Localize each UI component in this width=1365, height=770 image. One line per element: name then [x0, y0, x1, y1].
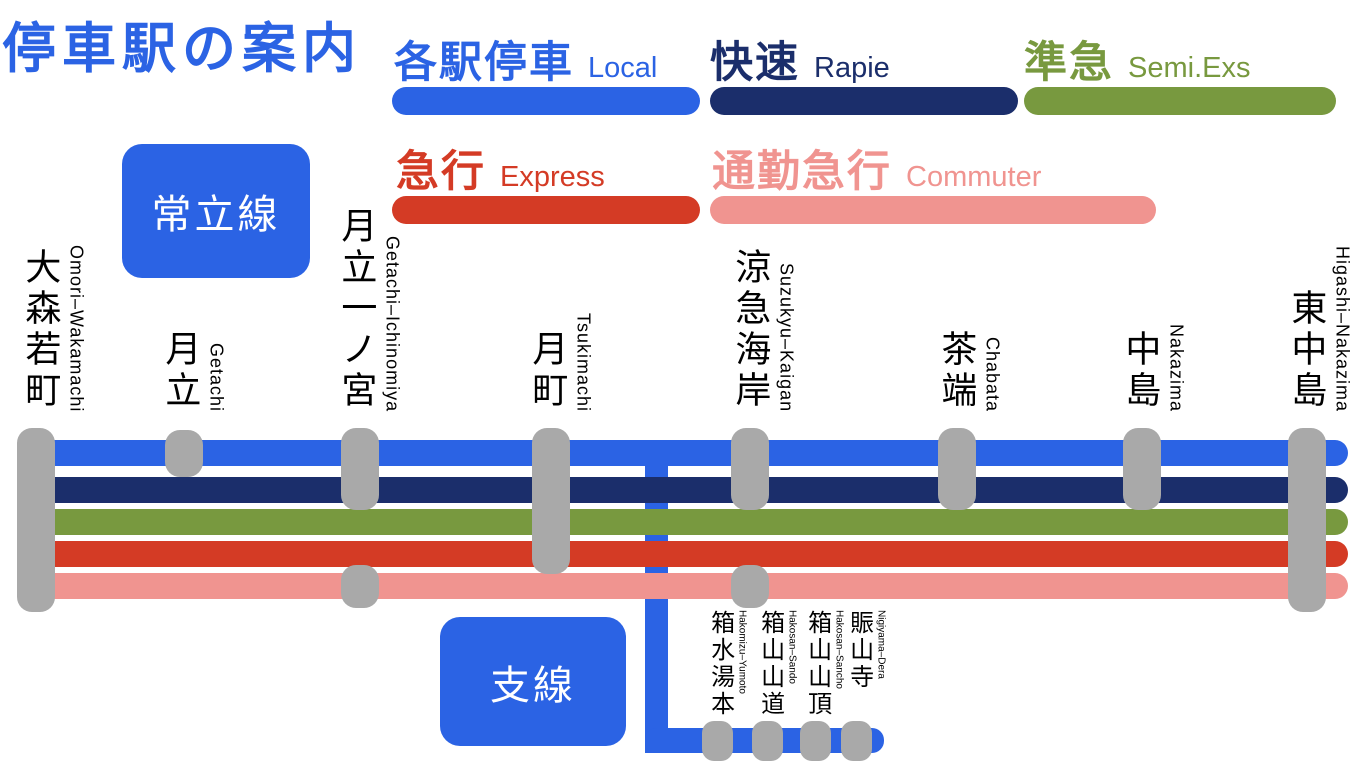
- station-label-higashi-nakazima: 東中島 Higashi–Nakazima: [1286, 245, 1353, 412]
- station-kanji: 月立一ノ宮: [336, 207, 378, 412]
- station-kanji: 涼急海岸: [730, 248, 772, 412]
- legend-express-kanji: 急行: [396, 148, 486, 196]
- station-romaji: Getachi–Ichinomiya: [382, 235, 403, 412]
- station-label-chabata: 茶端 Chabata: [936, 330, 1003, 412]
- station-label-hakomizu-yumoto: 箱水湯本 Hakomizu–Yumoto: [706, 610, 748, 718]
- legend-commuter-latin: Commuter: [906, 161, 1042, 193]
- legend-express-bar: [392, 196, 700, 224]
- station-label-getachi: 月立 Getachi: [160, 330, 227, 412]
- legend-express-latin: Express: [500, 161, 605, 193]
- station-romaji: Higashi–Nakazima: [1332, 245, 1353, 412]
- station-label-getachi-ichinomiya: 月立一ノ宮 Getachi–Ichinomiya: [336, 207, 403, 412]
- stop-marker-nakazima: [1123, 428, 1161, 510]
- branch-line-badge: 支線: [440, 617, 626, 746]
- station-romaji: Omori–Wakamachi: [66, 244, 87, 412]
- legend-semi-express-bar: [1024, 87, 1336, 115]
- station-kanji: 賑山寺: [845, 610, 873, 691]
- stop-marker-hakomizu-yumoto: [702, 721, 733, 761]
- stop-marker-getachi-ichinomiya-upper: [341, 428, 379, 510]
- legend-semi-express-kanji: 準急: [1024, 39, 1114, 87]
- legend-semi-express-latin: Semi.Exs: [1128, 52, 1251, 84]
- stop-marker-hakosan-sancho: [800, 721, 831, 761]
- legend-commuter: 通勤急行 Commuter: [712, 137, 1041, 199]
- stop-marker-suzukyu-kaigan-commuter: [731, 565, 769, 608]
- stop-marker-suzukyu-kaigan-upper: [731, 428, 769, 510]
- stop-marker-omori-wakamachi: [17, 428, 55, 612]
- legend-commuter-bar: [710, 196, 1156, 224]
- station-kanji: 中島: [1120, 330, 1162, 412]
- station-label-omori-wakamachi: 大森若町 Omori–Wakamachi: [20, 244, 87, 412]
- station-romaji: Hakomizu–Yumoto: [736, 610, 748, 694]
- station-romaji: Hakosan–Sancho: [833, 610, 845, 689]
- station-label-tsukimachi: 月町 Tsukimachi: [527, 312, 594, 412]
- station-kanji: 茶端: [936, 330, 978, 412]
- station-kanji: 大森若町: [20, 248, 62, 412]
- line-express: [18, 541, 1348, 567]
- station-kanji: 月立: [160, 330, 202, 412]
- station-kanji: 月町: [527, 330, 569, 412]
- station-kanji: 箱山山道: [756, 610, 784, 718]
- stop-marker-chabata: [938, 428, 976, 510]
- station-kanji: 東中島: [1286, 289, 1328, 412]
- legend-local-bar: [392, 87, 700, 115]
- legend-commuter-kanji: 通勤急行: [712, 148, 892, 196]
- branch-line-badge-label: 支線: [490, 663, 576, 708]
- station-label-hakosan-sancho: 箱山山頂 Hakosan–Sancho: [803, 610, 845, 718]
- station-label-hakosan-sando: 箱山山道 Hakosan–Sando: [756, 610, 798, 718]
- station-romaji: Nakazima: [1166, 323, 1187, 412]
- stop-marker-higashi-nakazima: [1288, 428, 1326, 612]
- station-kanji: 箱山山頂: [803, 610, 831, 718]
- page-title: 停車駅の案内: [2, 19, 362, 79]
- stop-marker-nigiyama-dera: [841, 721, 872, 761]
- station-label-suzukyu-kaigan: 涼急海岸 Suzukyu–Kaigan: [730, 248, 797, 412]
- stop-marker-getachi: [165, 430, 203, 477]
- legend-rapid-latin: Rapie: [814, 52, 890, 84]
- main-line-badge-label: 常立線: [151, 193, 281, 237]
- legend-local: 各駅停車 Local: [394, 28, 657, 90]
- stop-marker-getachi-ichinomiya-commuter: [341, 565, 379, 608]
- station-romaji: Suzukyu–Kaigan: [776, 262, 797, 412]
- station-romaji: Chabata: [982, 336, 1003, 412]
- line-semi-express: [18, 509, 1348, 535]
- legend-rapid-kanji: 快速: [710, 39, 800, 87]
- station-romaji: Getachi: [206, 342, 227, 412]
- legend-express: 急行 Express: [396, 137, 605, 199]
- line-commuter: [18, 573, 1348, 599]
- station-romaji: Nigiyama–Dera: [875, 610, 887, 679]
- station-label-nakazima: 中島 Nakazima: [1120, 323, 1187, 412]
- legend-local-latin: Local: [588, 52, 658, 84]
- main-line-badge: 常立線: [122, 144, 310, 278]
- station-label-nigiyama-dera: 賑山寺 Nigiyama–Dera: [845, 610, 887, 691]
- station-romaji: Hakosan–Sando: [786, 610, 798, 684]
- stop-marker-tsukimachi: [532, 428, 570, 574]
- legend-semi-express: 準急 Semi.Exs: [1024, 28, 1250, 90]
- station-romaji: Tsukimachi: [573, 312, 594, 412]
- legend-local-kanji: 各駅停車: [394, 39, 574, 87]
- stop-marker-hakosan-sando: [752, 721, 783, 761]
- station-kanji: 箱水湯本: [706, 610, 734, 718]
- legend-rapid-bar: [710, 87, 1018, 115]
- legend-rapid: 快速 Rapie: [710, 28, 890, 90]
